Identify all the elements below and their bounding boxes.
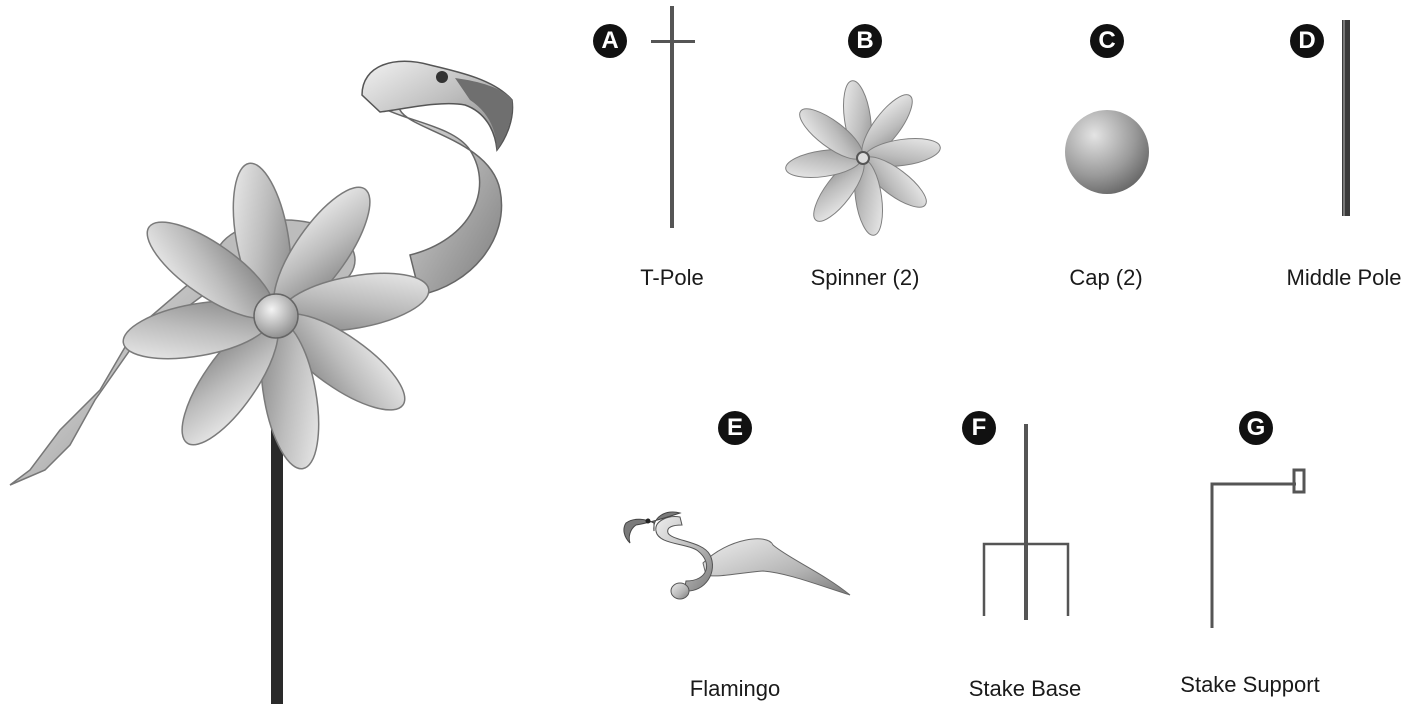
stake-support-image [1196,462,1316,632]
part-d-label: Middle Pole [1287,265,1402,291]
part-b-label: Spinner (2) [811,265,920,291]
part-a-label: T-Pole [640,265,704,291]
part-c-label: Cap (2) [1069,265,1142,291]
part-g-label: Stake Support [1180,672,1319,698]
part-e-badge: E [718,411,752,445]
middle-pole-image [1336,16,1356,216]
part-c-badge: C [1090,24,1124,58]
part-d-badge: D [1290,24,1324,58]
flamingo-image [618,503,858,603]
part-a-badge: A [593,24,627,58]
stake-base-image [976,420,1076,620]
part-e-label: Flamingo [690,676,780,702]
assembled-flamingo-spinner-image [0,0,560,704]
t-pole-image [643,0,703,230]
spinner-image [783,78,943,238]
cap-image [1063,108,1153,198]
part-g-badge: G [1239,411,1273,445]
part-f-label: Stake Base [969,676,1082,702]
part-b-badge: B [848,24,882,58]
